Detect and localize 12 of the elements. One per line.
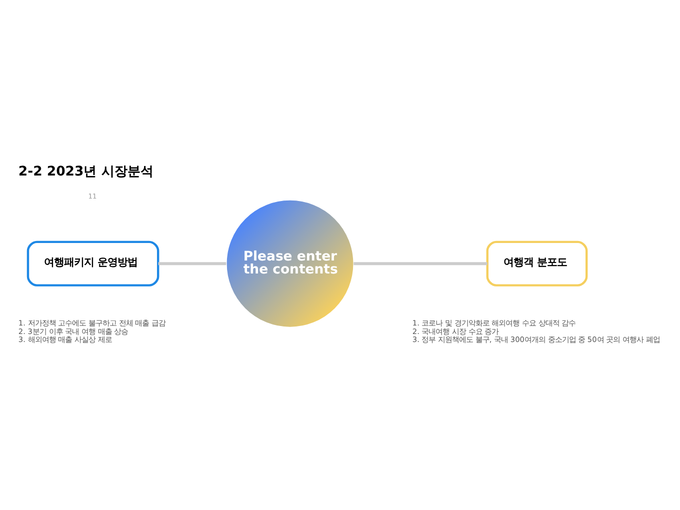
node-label: 3. 해외여행 매출 사실상 제로 — [18, 334, 112, 344]
connector — [158, 262, 226, 266]
node-label: 1. 코로나 및 경기악화로 해외여행 수요 상대적 감수 — [412, 318, 576, 328]
diagram-title: 2-2 2023년 시장분석 — [18, 164, 154, 180]
node-label: 3. 정부 지원책에도 불구, 국내 300여개의 중소기업 중 50여 곳의 여행사 폐업 — [412, 334, 660, 344]
node-box: 여행객 분포도 — [486, 240, 588, 286]
node-label: 1. 저가정책 고수에도 불구하고 전체 매출 급감 — [18, 318, 166, 328]
node-box: 여행패키지 운영방법 — [26, 240, 160, 286]
node-label: 2. 3분기 이후 국내 여행 매출 상승 — [18, 326, 128, 336]
connector — [354, 262, 488, 266]
node-circle: Please enter the contents — [226, 200, 354, 328]
node-label: 2. 국내여행 시장 수요 증가 — [412, 326, 499, 336]
